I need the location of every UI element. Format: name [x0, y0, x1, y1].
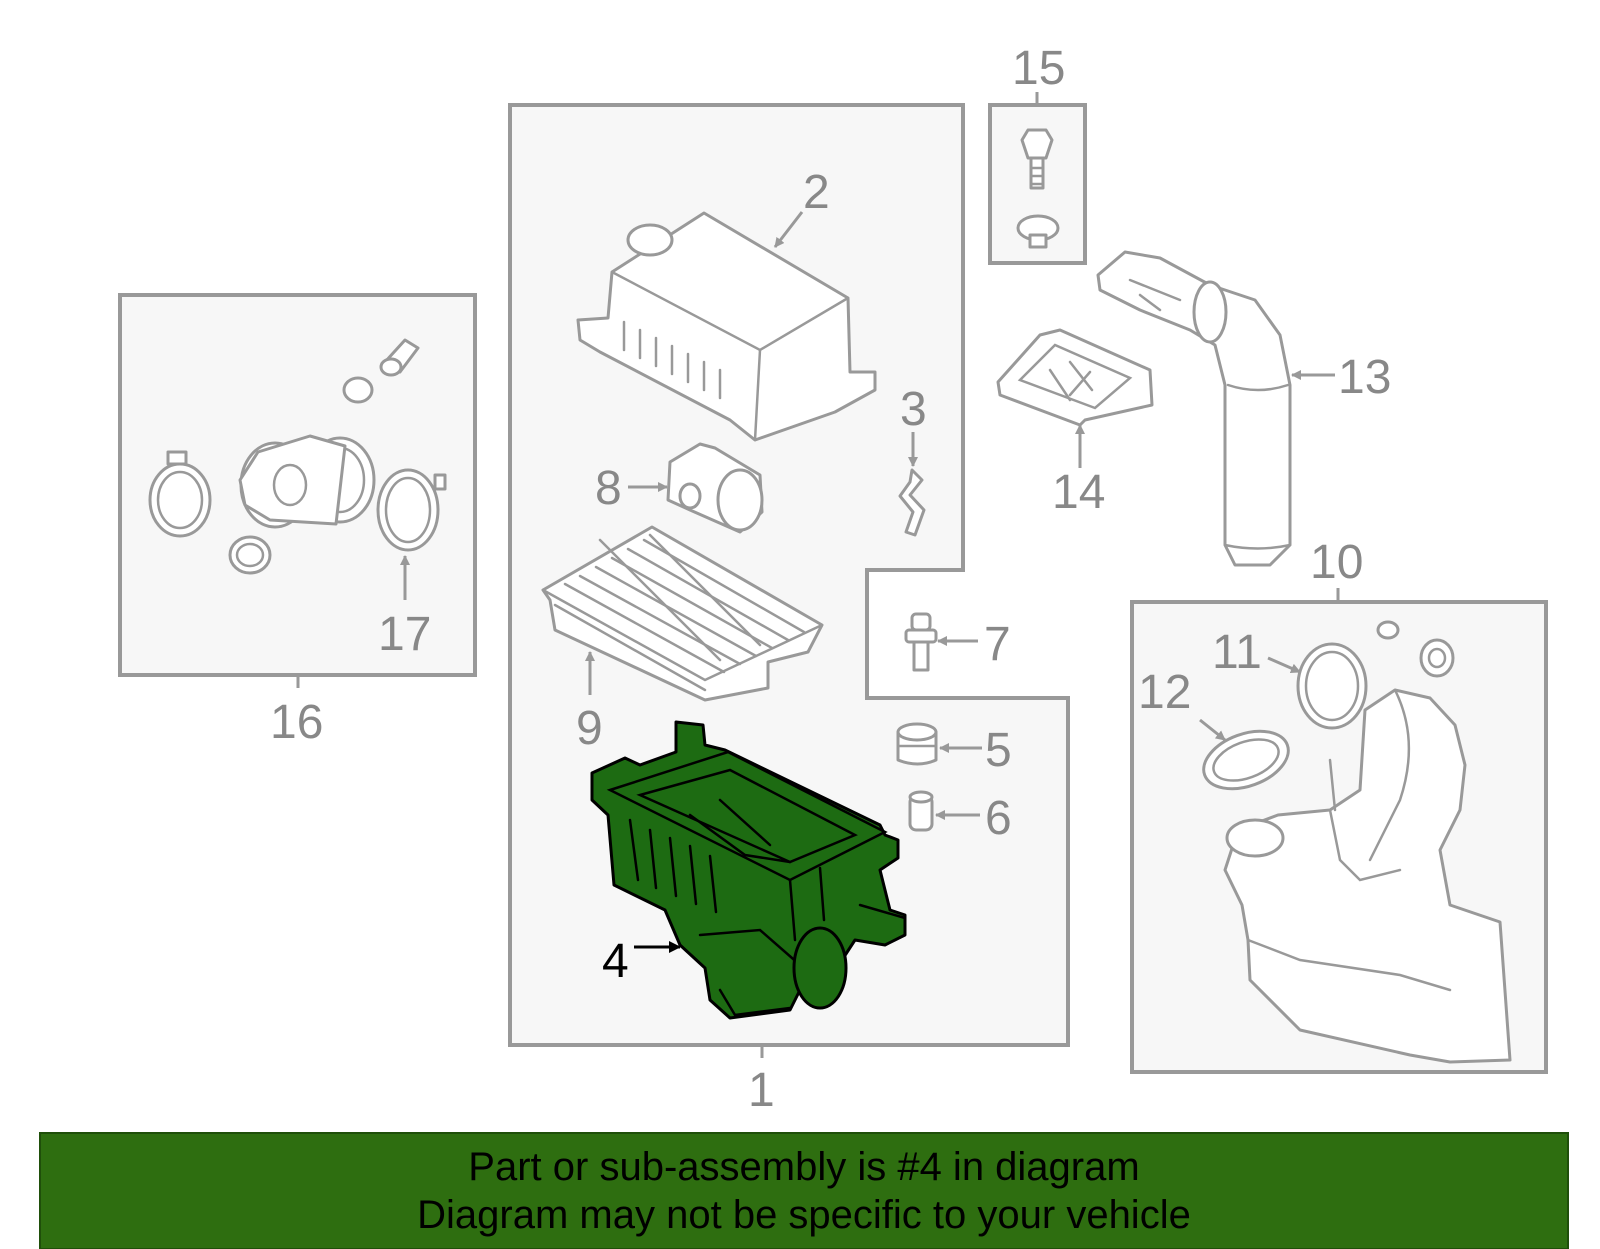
callout-17: 17 — [378, 608, 431, 661]
callout-3: 3 — [900, 383, 927, 436]
part-16-clamp-left[interactable] — [148, 450, 212, 538]
callout-1: 1 — [748, 1064, 775, 1117]
callout-12: 12 — [1138, 666, 1191, 719]
callout-16: 16 — [270, 696, 323, 749]
callout-5: 5 — [985, 724, 1012, 777]
info-banner: Part or sub-assembly is #4 in diagram Di… — [40, 1133, 1568, 1249]
callout-6: 6 — [985, 792, 1012, 845]
callout-7: 7 — [984, 618, 1011, 671]
part-13-intake-duct[interactable] — [1096, 250, 1292, 567]
callout-15: 15 — [1012, 42, 1065, 95]
part-16-throttle-body[interactable] — [238, 434, 376, 529]
part-5-grommet[interactable] — [896, 722, 938, 766]
part-16-small-clamp[interactable] — [228, 535, 272, 575]
banner-line-2: Diagram may not be specific to your vehi… — [417, 1193, 1191, 1237]
part-15-nut[interactable] — [1016, 214, 1060, 249]
callout-10: 10 — [1310, 536, 1363, 589]
part-11-ring[interactable] — [1296, 642, 1368, 730]
part-9-air-filter[interactable] — [541, 525, 824, 702]
part-16-sensor[interactable] — [342, 338, 420, 404]
part-17-gasket[interactable] — [376, 468, 447, 552]
part-10-small-plug[interactable] — [1376, 620, 1455, 678]
part-7-bolt[interactable] — [904, 612, 938, 672]
part-4-lower-case[interactable] — [590, 720, 907, 1020]
part-3-clip[interactable] — [898, 468, 926, 537]
part-12-seal[interactable] — [1196, 721, 1296, 800]
part-10-resonator[interactable] — [1223, 688, 1512, 1064]
callout-8: 8 — [595, 462, 622, 515]
part-8-airflow-sensor[interactable] — [666, 442, 764, 534]
banner-line-1: Part or sub-assembly is #4 in diagram — [468, 1145, 1140, 1189]
callout-13: 13 — [1338, 351, 1391, 404]
callout-4: 4 — [602, 935, 629, 988]
part-2-air-cleaner-cover[interactable] — [576, 211, 877, 442]
part-15-bolt[interactable] — [1020, 128, 1054, 190]
callout-14: 14 — [1052, 466, 1105, 519]
callout-11: 11 — [1212, 626, 1262, 679]
callout-9: 9 — [576, 702, 603, 755]
part-14-bracket[interactable] — [996, 328, 1154, 427]
callout-2: 2 — [803, 166, 830, 219]
banner-background — [39, 1132, 1569, 1249]
part-6-collar[interactable] — [908, 790, 934, 832]
